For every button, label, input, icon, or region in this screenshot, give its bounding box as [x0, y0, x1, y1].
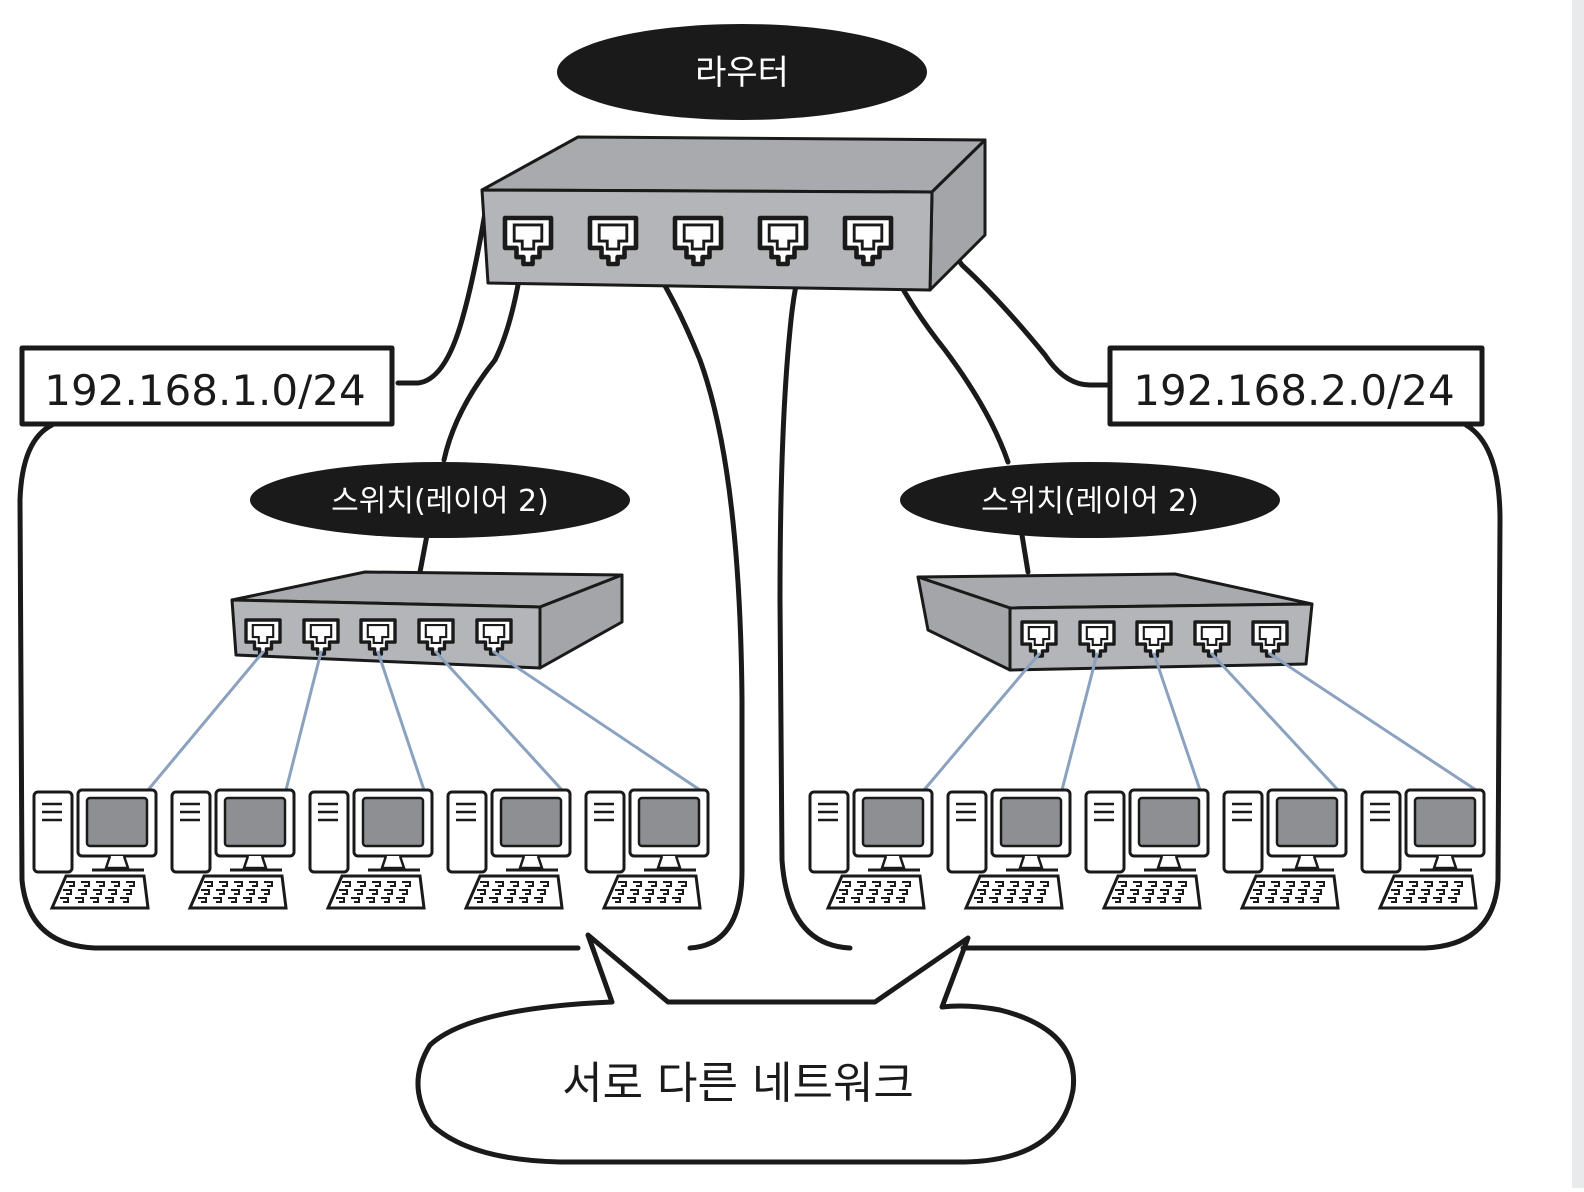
router-label-pill: 라우터 [557, 24, 927, 120]
router-label: 라우터 [695, 53, 789, 93]
desktop-computer-icon [308, 788, 434, 910]
ethernet-port-icon [1135, 620, 1173, 658]
router-to-subnet-left-cable [395, 192, 491, 386]
patch-cable [1268, 652, 1478, 792]
desktop-computer-icon [946, 788, 1072, 910]
keyboard-icon [49, 874, 150, 910]
keyboard-icon [825, 874, 926, 910]
keyboard-icon [1239, 874, 1340, 910]
router-icon [480, 135, 987, 292]
keyboard-icon [963, 874, 1064, 910]
subnet-label-left-box: 192.168.1.0/24 [19, 345, 395, 427]
desktop-computer-icon [1084, 788, 1210, 910]
ethernet-port-icon [1078, 620, 1116, 658]
keyboard-icon [187, 874, 288, 910]
switch-right-label-leader [1019, 532, 1031, 575]
callout-text: 서로 다른 네트워크 [562, 1058, 914, 1109]
subnet-label-right: 192.168.2.0/24 [1133, 366, 1454, 415]
subnet-label-right-box: 192.168.2.0/24 [1107, 345, 1485, 427]
ethernet-port-icon [587, 215, 639, 267]
ethernet-port-icon [757, 215, 809, 267]
network-region-right [960, 422, 1503, 951]
patch-cable [146, 650, 265, 792]
switch-label-left: 스위치(레이어 2) [331, 484, 549, 519]
patch-cable [922, 652, 1041, 792]
patch-cable [1060, 652, 1099, 792]
desktop-computer-icon [808, 788, 934, 910]
desktop-computer-icon [170, 788, 296, 910]
ethernet-port-icon [502, 215, 554, 267]
patch-cable [376, 650, 426, 792]
desktop-computer-icon [446, 788, 572, 910]
switch-left-label-leader [417, 532, 430, 575]
ethernet-port-icon [302, 618, 340, 656]
patch-cable [492, 650, 702, 792]
switch-left-icon [230, 570, 624, 670]
keyboard-icon [325, 874, 426, 910]
callout-bubble: 서로 다른 네트워크 [415, 932, 1077, 1165]
router-ports [502, 215, 894, 267]
switch-label-right: 스위치(레이어 2) [981, 484, 1199, 519]
ethernet-port-icon [1020, 620, 1058, 658]
ethernet-port-icon [359, 618, 397, 656]
computers [32, 788, 1486, 910]
keyboard-icon [463, 874, 564, 910]
desktop-computer-icon [584, 788, 710, 910]
keyboard-icon [601, 874, 702, 910]
patch-cable [1210, 652, 1340, 792]
ethernet-port-icon [842, 215, 894, 267]
subnet-label-left: 192.168.1.0/24 [44, 366, 365, 415]
keyboard-icon [1101, 874, 1202, 910]
ethernet-port-icon [672, 215, 724, 267]
patch-cables [146, 650, 1478, 792]
patch-cable [434, 650, 564, 792]
page-edge-strip [1572, 0, 1584, 1188]
network-region-left [17, 422, 581, 951]
keyboard-icon [1377, 874, 1478, 910]
switch-label-left-pill: 스위치(레이어 2) [250, 462, 630, 538]
patch-cable [1152, 652, 1202, 792]
desktop-computer-icon [1360, 788, 1486, 910]
desktop-computer-icon [32, 788, 158, 910]
patch-cable [284, 650, 323, 792]
ethernet-port-icon [244, 618, 282, 656]
switch-label-right-pill: 스위치(레이어 2) [900, 462, 1280, 538]
desktop-computer-icon [1222, 788, 1348, 910]
